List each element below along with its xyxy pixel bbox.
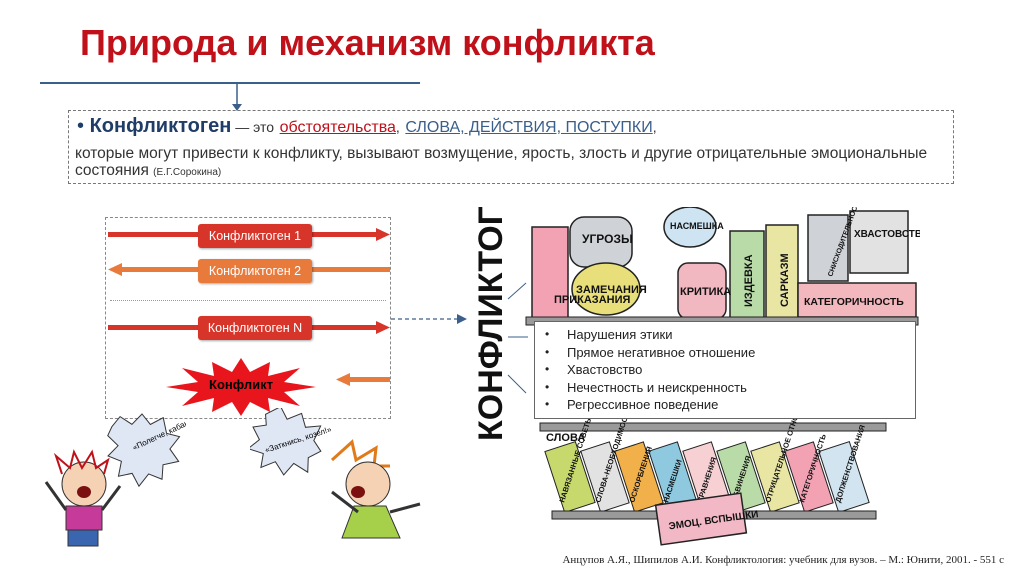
list-item: •Нарушения этики <box>545 327 673 342</box>
comma: , <box>395 119 400 135</box>
conflictogens-shelf-illustration: КОНФЛИКТОГЕНЫ ПРИКАЗАНИЯ УГРОЗЫ ЗАМЕЧАНИ… <box>472 207 920 546</box>
title-underline <box>40 82 420 84</box>
definition-dash: — это <box>231 119 275 135</box>
arrow-into-conflict <box>336 373 390 386</box>
link-circumstances[interactable]: обстоятельства <box>279 119 396 136</box>
comma-end: , <box>652 119 657 135</box>
svg-text:САРКАЗМ: САРКАЗМ <box>779 253 791 307</box>
conflictogen-1-label: Конфликтоген 1 <box>198 224 312 248</box>
link-words-actions[interactable]: СЛОВА, ДЕЙСТВИЯ, ПОСТУПКИ <box>405 119 653 136</box>
svg-text:НАСМЕШКА: НАСМЕШКА <box>670 221 724 231</box>
kid-shouting-icon: «Полегче, кабан!» <box>44 413 186 547</box>
conflictogen-list: •Нарушения этики •Прямое негативное отно… <box>534 321 916 419</box>
conflictogen-n-label: Конфликтоген N <box>198 316 312 340</box>
dotted-separator <box>110 300 386 301</box>
definition-box: • Конфликтоген — это обстоятельства, СЛО… <box>68 110 954 184</box>
svg-text:ХВАСТОВСТВО: ХВАСТОВСТВО <box>854 229 920 240</box>
citation: Анцупов А.Я., Шипилов А.И. Конфликтологи… <box>562 554 1004 566</box>
definition-text: которые могут привести к конфликту, вызы… <box>75 145 928 179</box>
svg-text:СЛОВА: СЛОВА <box>546 432 585 444</box>
svg-text:КАТЕГОРИЧНОСТЬ: КАТЕГОРИЧНОСТЬ <box>804 296 904 308</box>
definition-description: которые могут привести к конфликту, вызы… <box>75 145 947 181</box>
list-item: •Регрессивное поведение <box>545 397 719 413</box>
vertical-word: КОНФЛИКТОГЕНЫ <box>472 207 510 441</box>
svg-text:КРИТИКА: КРИТИКА <box>680 286 731 298</box>
slide-title: Природа и механизм конфликта <box>80 22 655 63</box>
list-item: •Хвастовство <box>545 362 643 378</box>
svg-text:УГРОЗЫ: УГРОЗЫ <box>582 232 633 246</box>
conflictogen-diagram: Конфликтоген 1 Конфликтоген 2 Конфликтог… <box>105 217 391 419</box>
svg-text:ИЗДЕВКА: ИЗДЕВКА <box>743 254 755 307</box>
bullet: • <box>77 115 85 137</box>
conflict-label: Конфликт <box>209 377 273 392</box>
list-item: •Нечестность и неискренность <box>545 379 747 395</box>
conflictogen-2-label: Конфликтоген 2 <box>198 259 312 283</box>
dashed-connector <box>391 314 467 324</box>
down-arrow-icon <box>232 84 242 111</box>
conflict-burst-icon <box>166 358 316 416</box>
girl-shouting-icon: «Заткнись, козел!» <box>250 408 421 539</box>
definition-term: Конфликтоген <box>89 115 232 137</box>
definition-line: • Конфликтоген — это обстоятельства, СЛО… <box>77 115 657 138</box>
svg-text:ЗАМЕЧАНИЯ: ЗАМЕЧАНИЯ <box>576 284 647 296</box>
definition-source: (Е.Г.Сорокина) <box>153 167 222 178</box>
svg-text:ПРИКАЗАНИЯ: ПРИКАЗАНИЯ <box>554 294 630 306</box>
list-item: •Прямое негативное отношение <box>545 344 756 360</box>
bottom-shelf-books <box>544 440 870 514</box>
